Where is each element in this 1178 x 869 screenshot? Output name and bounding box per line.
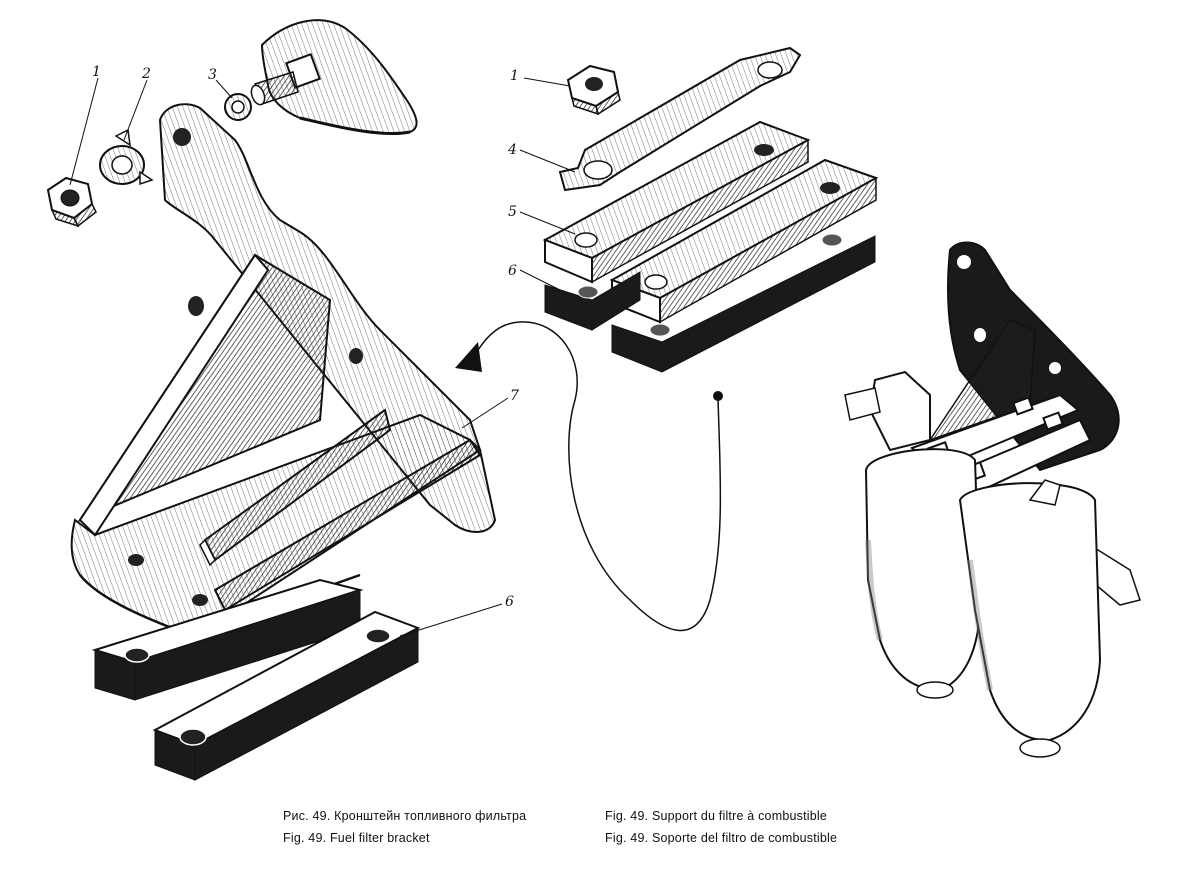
caption-russian: Рис. 49. Кронштейн топливного фильтра <box>283 809 527 823</box>
leader-line-c1-right <box>523 77 571 87</box>
leader-line-c4 <box>519 149 576 173</box>
callout-6-lower: 6 <box>505 594 514 610</box>
flange-hole-left <box>128 554 144 566</box>
callout-3: 3 <box>208 67 217 83</box>
callout-4: 4 <box>507 142 517 158</box>
flange-hole-right <box>192 594 208 606</box>
hex-nut-left <box>46 176 97 228</box>
stud-bolt <box>250 53 321 106</box>
callout-1-left: 1 <box>92 64 101 80</box>
clamp-plate-upper-1 <box>542 120 811 284</box>
callout-1-right: 1 <box>510 68 519 84</box>
leader-line-c2 <box>123 79 148 141</box>
hex-nut-right <box>566 64 621 116</box>
leader-line-c5 <box>519 211 576 235</box>
callout-5: 5 <box>508 204 517 220</box>
lock-washer <box>99 128 154 186</box>
leader-line-c6-lower <box>399 603 503 637</box>
caption-french: Fig. 49. Support du filtre à combustible <box>605 809 828 823</box>
assembly-direction-arrow <box>455 321 723 632</box>
caption-spanish: Fig. 49. Soporte del filtro de combustib… <box>605 831 838 845</box>
caption-english: Fig. 49. Fuel filter bracket <box>283 831 430 845</box>
spacer-plate-lower-1 <box>91 578 364 701</box>
caption-block-left: Рис. 49. Кронштейн топливного фильтра Fi… <box>283 805 526 849</box>
spacer-plate-upper-1 <box>544 271 641 331</box>
bracket-upper-hole <box>173 128 191 146</box>
caption-block-right: Fig. 49. Support du filtre à combustible… <box>605 805 837 849</box>
flat-washer <box>224 93 252 121</box>
bracket-side-hole <box>349 348 363 364</box>
leader-line-c1-left <box>69 77 99 186</box>
callout-6-upper: 6 <box>508 263 517 279</box>
leader-line-c3 <box>215 79 233 99</box>
callout-7: 7 <box>510 388 519 404</box>
spacer-plate-lower-2 <box>152 610 421 781</box>
lock-strip <box>558 46 802 192</box>
callout-2: 2 <box>141 66 151 82</box>
spacer-plate-upper-2 <box>611 233 876 373</box>
fuel-filter-bracket <box>70 103 497 637</box>
leader-line-c6-upper <box>519 269 561 291</box>
assembled-fuel-filter <box>844 241 1141 758</box>
bracket-middle-hole <box>188 296 204 316</box>
leader-line-c7 <box>461 397 509 429</box>
